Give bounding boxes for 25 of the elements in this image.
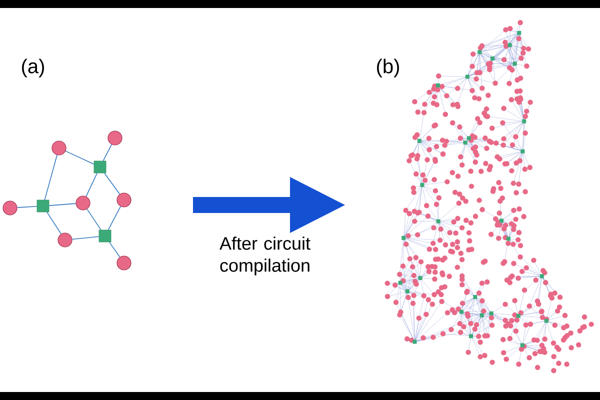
square-node <box>36 200 50 212</box>
circle-node <box>108 130 122 146</box>
edge-line <box>46 212 62 234</box>
edge-line <box>86 172 98 197</box>
square-node <box>94 160 106 174</box>
edge-line <box>108 206 121 230</box>
circle-node <box>52 140 66 156</box>
edge-line <box>72 236 100 240</box>
panel-label: (b) <box>377 58 399 78</box>
circle-node <box>58 232 72 248</box>
edge-line <box>86 208 102 230</box>
panel-label: (a) <box>22 58 44 78</box>
square-node <box>98 230 112 242</box>
edge-line <box>108 242 120 258</box>
edge-line <box>44 154 58 200</box>
edge-line <box>16 206 38 208</box>
circle-node <box>116 192 132 208</box>
circle-node <box>76 196 90 210</box>
caption-text: After circuit compilation <box>220 236 310 276</box>
edge-line <box>48 203 76 206</box>
circle-node <box>116 256 132 270</box>
edge-line <box>102 144 112 162</box>
circle-node <box>2 200 18 216</box>
edge-line <box>65 150 94 165</box>
edge-line <box>104 172 120 194</box>
